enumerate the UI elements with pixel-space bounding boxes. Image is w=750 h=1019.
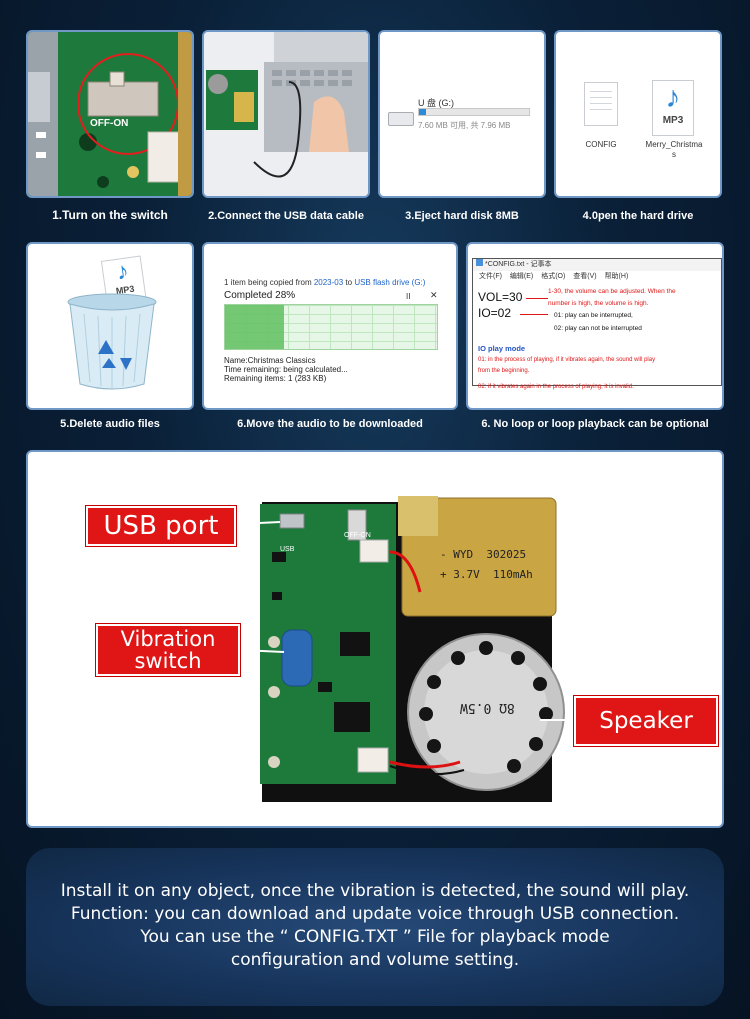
step-2-caption: 2.Connect the USB data cable (208, 210, 364, 222)
battery-label-1: - WYD 302025 (440, 548, 527, 561)
copy-name: Name:Christmas Classics (224, 356, 316, 365)
laptop-usb-illustration (204, 32, 368, 196)
sound-module-board (237, 496, 576, 802)
notepad-titlebar: *CONFIG.txt - 记事本 (473, 259, 721, 271)
step-6-caption: 6.Move the audio to be downloaded (237, 418, 423, 430)
vibration-switch-callout: Vibration switch (96, 624, 240, 676)
menu-edit[interactable]: 编辑(E) (509, 273, 534, 280)
step-7-caption: 6. No loop or loop playback can be optio… (481, 418, 709, 430)
description-line-3: You can use the “ CONFIG.TXT ” File for … (140, 927, 610, 947)
switch-silk-label: OFF-ON (90, 118, 129, 129)
description-panel: Install it on any object, once the vibra… (26, 848, 724, 1006)
drive-info: 7.60 MB 可用, 共 7.96 MB (418, 121, 511, 130)
config-file-icon (584, 82, 618, 126)
notepad-menu: 文件(F) 编辑(E) 格式(O) 查看(V) 帮助(H) (473, 271, 721, 282)
menu-format[interactable]: 格式(O) (541, 273, 566, 280)
usb-silk-label: USB (280, 546, 295, 553)
notepad-window: *CONFIG.txt - 记事本 文件(F) 编辑(E) 格式(O) 查看(V… (472, 258, 722, 386)
battery-label-2: + 3.7V 110mAh (440, 568, 533, 581)
speaker-label: 8Ω 0.5W (460, 700, 515, 715)
switch-closeup-illustration (28, 32, 192, 196)
usb-port-callout: USB port (86, 506, 236, 546)
drive-label: U 盘 (G:) (418, 98, 454, 108)
description-line-2: Function: you can download and update vo… (70, 904, 680, 924)
music-note-icon: ♪ (665, 81, 681, 114)
io-note-2: 02: play can not be interrupted (554, 325, 642, 332)
board-switch-label: OFF-ON (344, 532, 371, 539)
speaker-callout: Speaker (574, 696, 718, 746)
step-5-caption: 5.Delete audio files (60, 418, 160, 430)
drive-capacity-bar (418, 108, 530, 116)
mp3-file-label-1: Merry_Christma (645, 140, 703, 149)
menu-file[interactable]: 文件(F) (479, 273, 502, 280)
mode-title: IO play mode (478, 344, 526, 353)
usb-drive-icon (388, 112, 414, 126)
step-4-image: CONFIG ♪ MP3 Merry_Christma s (554, 30, 722, 198)
pause-icon[interactable]: II (406, 292, 411, 301)
copy-time: Time remaining: being calculated... (224, 365, 348, 374)
step-1-caption: 1.Turn on the switch (52, 208, 168, 222)
vol-note-2: number is high, the volume is high. (548, 300, 649, 307)
copy-progress-graph (224, 304, 438, 350)
config-file-label: CONFIG (585, 140, 617, 149)
config-vol: VOL=30 (478, 290, 523, 304)
mode-2: 02: if it vibrates again in the process … (478, 384, 634, 390)
config-io: IO=02 (478, 306, 512, 320)
copy-items: Remaining items: 1 (283 KB) (224, 374, 327, 383)
step-1-image: OFF-ON (26, 30, 194, 198)
step-7-image: *CONFIG.txt - 记事本 文件(F) 编辑(E) 格式(O) 查看(V… (466, 242, 724, 410)
notepad-icon (476, 259, 483, 266)
menu-help[interactable]: 帮助(H) (604, 273, 629, 280)
mp3-file-icon: ♪ MP3 (652, 80, 694, 136)
vol-note-1: 1-30, the volume can be adjusted. When t… (548, 288, 676, 295)
step-4-caption: 4.0pen the hard drive (582, 210, 694, 222)
io-note-1: 01: play can be interrupted, (554, 312, 633, 319)
description-line-1: Install it on any object, once the vibra… (60, 881, 690, 901)
step-3-caption: 3.Eject hard disk 8MB (405, 210, 519, 222)
vol-arrow (526, 298, 548, 299)
io-arrow (520, 314, 548, 315)
copy-completed: Completed 28% (224, 290, 296, 301)
step-2-image (202, 30, 370, 198)
mp3-file-label-2: s (672, 150, 676, 159)
description-line-4: configuration and volume setting. (230, 950, 520, 970)
copy-progress-fill (225, 305, 285, 349)
mode-1b: from the beginning. (478, 368, 530, 374)
mode-1a: 01: in the process of playing, if it vib… (478, 357, 656, 363)
menu-view[interactable]: 查看(V) (573, 273, 597, 280)
step-5-image: ♪ MP3 (26, 242, 194, 410)
board-panel: USB OFF-ON - WYD 302025 + 3.7V 110mAh 8Ω… (26, 450, 724, 828)
step-3-image: U 盘 (G:) 7.60 MB 可用, 共 7.96 MB (378, 30, 546, 198)
step-6-image: 1 item being copied from 2023-03 to USB … (202, 242, 458, 410)
copy-title: 1 item being copied from 2023-03 to USB … (224, 278, 426, 287)
recycle-bin-icon (67, 293, 157, 390)
close-icon[interactable]: ✕ (430, 290, 438, 300)
